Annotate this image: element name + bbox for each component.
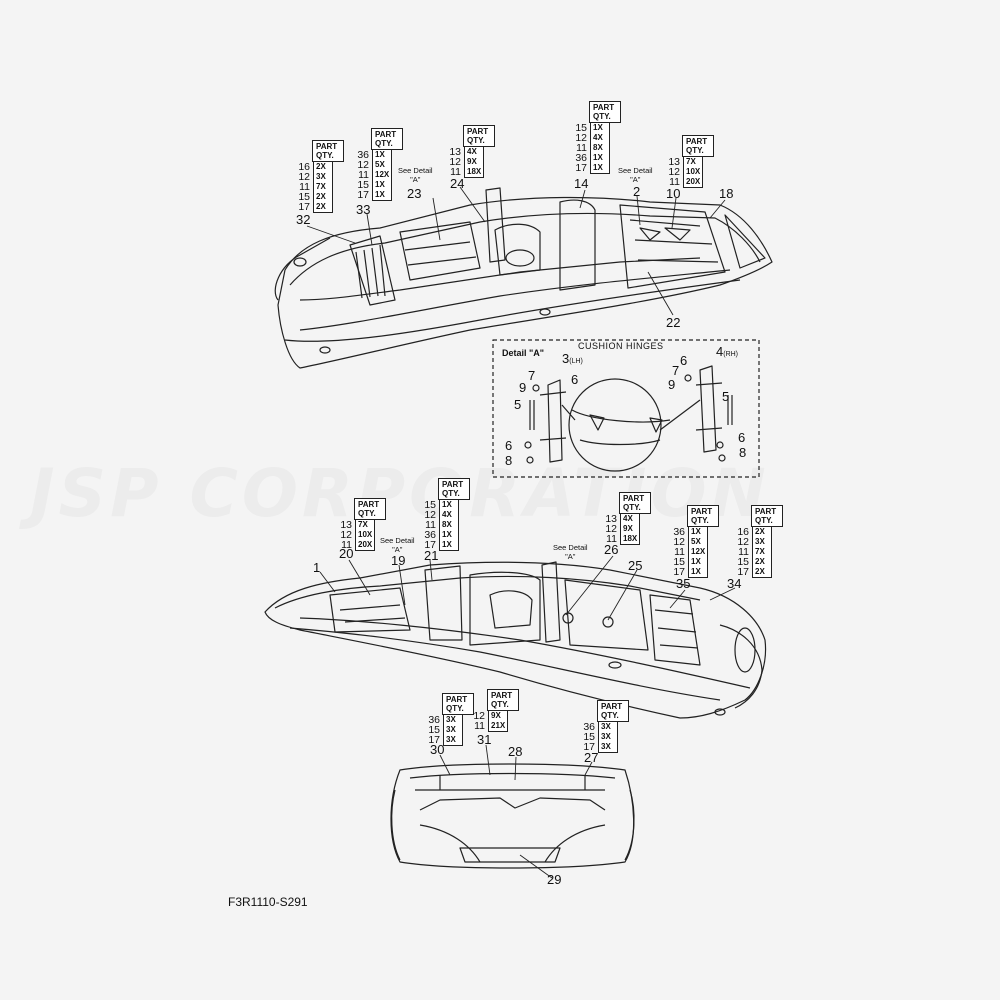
lower-boat-drawing	[390, 763, 635, 869]
callout-28: 28	[508, 744, 523, 759]
callout-10: 10	[666, 186, 681, 201]
leader-lines	[306, 186, 736, 879]
see-detail-note: See Detail"A"	[553, 543, 588, 561]
callout-6d: 6	[738, 430, 746, 445]
callout-32: 32	[296, 212, 311, 227]
callout-6a: 6	[571, 372, 579, 387]
upper-boat-drawing	[274, 187, 773, 369]
cushion-hinges-title: CUSHION HINGES	[578, 341, 664, 351]
callout-22: 22	[666, 315, 681, 330]
callout-5b: 5	[722, 389, 730, 404]
callout-8a: 8	[505, 453, 513, 468]
callout-18: 18	[719, 186, 734, 201]
callout-29: 29	[547, 872, 562, 887]
callout-27: 27	[584, 750, 599, 765]
callout-21: 21	[424, 548, 439, 563]
callout-3-lh: 3(LH)	[562, 351, 583, 366]
callout-7b: 7	[672, 363, 680, 378]
callout-20: 20	[339, 546, 354, 561]
see-detail-note: See Detail"A"	[398, 166, 433, 184]
callout-6b: 6	[680, 353, 688, 368]
callout-25: 25	[628, 558, 643, 573]
callout-34: 34	[727, 576, 742, 591]
callout-7a: 7	[528, 368, 536, 383]
callout-9a: 9	[519, 380, 527, 395]
see-detail-note: See Detail"A"	[618, 166, 653, 184]
document-code: F3R1110-S291	[228, 895, 308, 909]
callout-19: 19	[391, 553, 406, 568]
callout-5a: 5	[514, 397, 522, 412]
callout-30: 30	[430, 742, 445, 757]
callout-9b: 9	[668, 377, 676, 392]
callout-2: 2	[633, 184, 641, 199]
callout-31: 31	[477, 732, 492, 747]
callout-23: 23	[407, 186, 422, 201]
callout-14: 14	[574, 176, 589, 191]
callout-6c: 6	[505, 438, 513, 453]
callout-33: 33	[356, 202, 371, 217]
callout-8b: 8	[739, 445, 747, 460]
see-detail-note: See Detail"A"	[380, 536, 415, 554]
callout-4-rh: 4(RH)	[716, 344, 739, 359]
detail-a-box	[492, 339, 760, 478]
callout-24: 24	[450, 176, 465, 191]
detail-a-title: Detail "A"	[502, 348, 545, 358]
callout-26: 26	[604, 542, 619, 557]
callout-1: 1	[313, 560, 321, 575]
callout-35: 35	[676, 576, 691, 591]
